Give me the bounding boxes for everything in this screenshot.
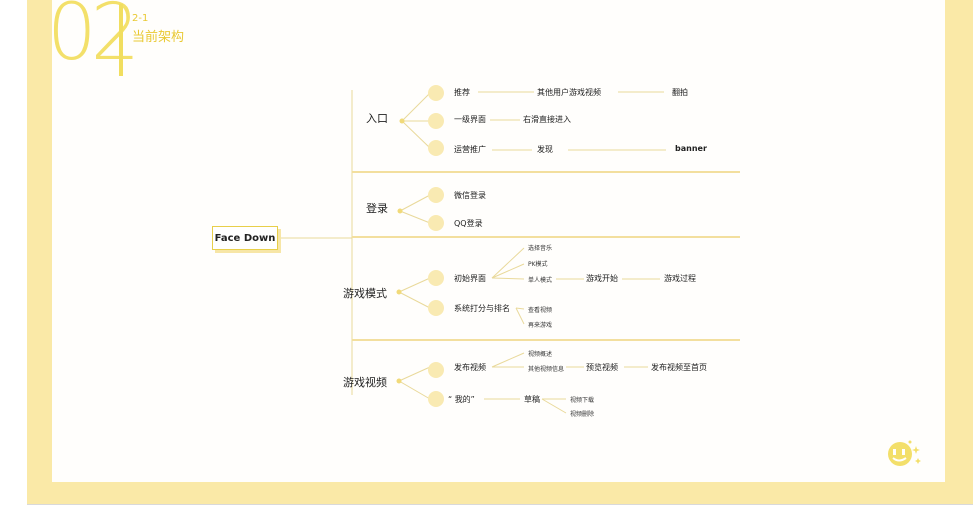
label-select-music: 选择音乐 [528, 245, 553, 252]
section-sub-number: 2-1 [132, 13, 149, 24]
label-video-overview: 视频概述 [528, 351, 553, 358]
label-mine: “ 我的” [448, 395, 475, 404]
content-area [52, 0, 945, 482]
label-score-rank: 系统打分与排名 [454, 304, 510, 313]
node-score [428, 300, 444, 316]
category-login: 登录 [366, 200, 388, 218]
node-wechat [428, 187, 444, 203]
label-recommend-end: 翻拍 [672, 88, 688, 97]
label-draft: 草稿 [524, 395, 540, 404]
label-publish-home: 发布视频至首页 [651, 363, 707, 372]
label-recommend-video: 其他用户游戏视频 [537, 88, 601, 97]
entry-branch-3 [401, 120, 431, 149]
label-publish: 发布视频 [454, 363, 486, 372]
label-video-delete: 视频删除 [570, 411, 595, 418]
root-node: Face Down [212, 226, 278, 250]
category-game-mode: 游戏模式 [343, 285, 387, 303]
section-title: 当前架构 [132, 30, 185, 45]
label-single-mode: 单人模式 [528, 277, 553, 284]
node-first-level [428, 113, 444, 129]
label-game-process: 游戏过程 [664, 274, 696, 283]
node-mine [428, 391, 444, 407]
node-ops [428, 140, 444, 156]
label-first-level: 一级界面 [454, 115, 486, 124]
node-recommend [428, 85, 444, 101]
section-number: 02 [47, 0, 140, 78]
node-qq [428, 215, 444, 231]
label-ops-banner: banner [675, 144, 707, 153]
category-game-video: 游戏视频 [343, 374, 387, 392]
entry-branch-1 [401, 92, 431, 122]
label-ops: 运营推广 [454, 145, 486, 154]
label-play-again: 再来游戏 [528, 322, 553, 329]
label-recommend: 推荐 [454, 88, 470, 97]
label-pk-mode: PK模式 [528, 261, 548, 268]
label-preview-video: 预览视频 [586, 363, 618, 372]
label-other-video-info: 其他视频信息 [528, 366, 565, 373]
label-qq-login: QQ登录 [454, 219, 483, 228]
smiley-face-icon [888, 440, 921, 466]
label-wechat-login: 微信登录 [454, 191, 486, 200]
node-publish [428, 362, 444, 378]
node-init [428, 270, 444, 286]
label-ops-discover: 发现 [537, 145, 553, 154]
label-game-start: 游戏开始 [586, 274, 618, 283]
label-video-download: 视频下载 [570, 397, 595, 404]
label-watch-video: 查看视频 [528, 307, 553, 314]
label-init: 初始界面 [454, 274, 486, 283]
section-number-bar [119, 4, 123, 76]
category-entry: 入口 [366, 110, 388, 128]
label-first-level-action: 右滑直接进入 [523, 115, 571, 124]
